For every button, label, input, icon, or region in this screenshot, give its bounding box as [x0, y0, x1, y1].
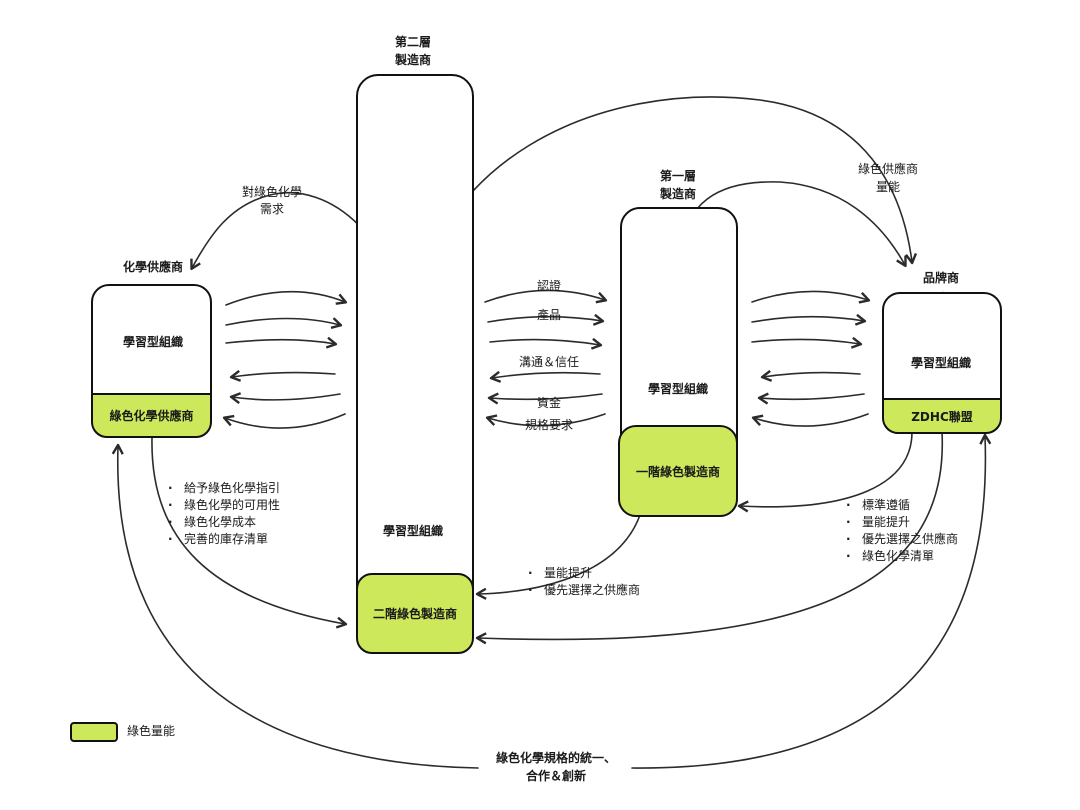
list-item: 完善的庫存清單 — [168, 531, 280, 548]
chem-org-label: 學習型組織 — [122, 335, 184, 349]
flow-tier2-chem-3 — [225, 413, 346, 429]
flow-bottom-left — [118, 446, 479, 769]
list-item: 量能提升 — [846, 514, 958, 531]
flow-brand-tier1-3 — [754, 413, 869, 427]
flow-tier1-brand-3 — [751, 339, 860, 344]
list-chem-to-tier2: 給予綠色化學指引綠色化學的可用性綠色化學成本完善的庫存清單 — [168, 480, 280, 548]
flow-tier2-tier1-3 — [489, 340, 600, 345]
brand-org-label: 學習型組織 — [910, 356, 972, 370]
flow-chem-tier2-3 — [225, 340, 335, 344]
flow-tier2-chem-1 — [232, 373, 336, 377]
tier1-title-2: 製造商 — [659, 187, 697, 201]
list-item: 優先選擇之供應商 — [846, 531, 958, 548]
label-demand-2: 需求 — [259, 202, 285, 216]
flow-spec — [488, 413, 606, 427]
list-item: 量能提升 — [528, 565, 640, 582]
flow-tier1-brand-2 — [751, 317, 864, 322]
tier2-container — [356, 74, 474, 654]
chem-title: 化學供應商 — [122, 260, 184, 274]
chem-green-box: 綠色化學供應商 — [91, 393, 212, 438]
flow-chem-tier2-2 — [225, 319, 340, 326]
list-item: 綠色化學清單 — [846, 548, 958, 565]
flow-brand-tier1-2 — [760, 394, 865, 399]
flow-tier2-chem-2 — [232, 394, 341, 400]
bottom-label-2: 合作＆創新 — [525, 769, 587, 783]
list-brand-to-tier1: 標準遵循量能提升優先選擇之供應商綠色化學清單 — [846, 497, 958, 565]
list-tier1-to-tier2: 量能提升優先選擇之供應商 — [528, 565, 640, 599]
tier2-green-box: 二階綠色製造商 — [356, 573, 474, 654]
brand-green-box: ZDHC聯盟 — [882, 398, 1002, 434]
flow-funds — [490, 394, 603, 399]
list-item: 綠色化學的可用性 — [168, 497, 280, 514]
list-item: 標準遵循 — [846, 497, 958, 514]
tier2-title-1: 第二層 — [394, 35, 432, 49]
flow-cert — [484, 289, 605, 302]
label-demand-1: 對綠色化學 — [241, 185, 303, 199]
label-spec: 規格要求 — [524, 418, 574, 432]
flow-brand-tier1-1 — [763, 373, 861, 377]
flow-bottom-right — [631, 436, 985, 769]
legend-label: 綠色量能 — [127, 724, 176, 738]
label-product: 產品 — [536, 308, 562, 322]
tier1-org-label: 學習型組織 — [647, 382, 709, 396]
tier2-title-2: 製造商 — [394, 53, 432, 67]
label-funds: 資金 — [536, 396, 562, 410]
list-item: 綠色化學成本 — [168, 514, 280, 531]
tier1-title-1: 第一層 — [659, 169, 697, 183]
label-cert: 認證 — [536, 279, 562, 293]
flow-brand-list — [740, 431, 913, 507]
brand-title: 品牌商 — [922, 271, 960, 285]
label-supplier-cap-1: 綠色供應商 — [857, 162, 919, 176]
flow-chem-list — [151, 437, 345, 624]
flow-tier1-brand-1 — [751, 290, 868, 302]
tier2-org-label: 學習型組織 — [382, 524, 444, 538]
flow-comm — [492, 373, 601, 378]
legend-swatch — [70, 722, 118, 742]
label-comm: 溝通＆信任 — [518, 355, 580, 369]
bottom-label-1: 綠色化學規格的統一、 — [495, 751, 617, 765]
label-supplier-cap-2: 量能 — [875, 180, 901, 194]
list-item: 給予綠色化學指引 — [168, 480, 280, 497]
tier1-green-box: 一階綠色製造商 — [618, 425, 738, 517]
list-item: 優先選擇之供應商 — [528, 582, 640, 599]
flow-chem-tier2-1 — [225, 290, 345, 306]
flow-brand-tier2 — [478, 431, 944, 639]
flow-product — [487, 317, 602, 322]
